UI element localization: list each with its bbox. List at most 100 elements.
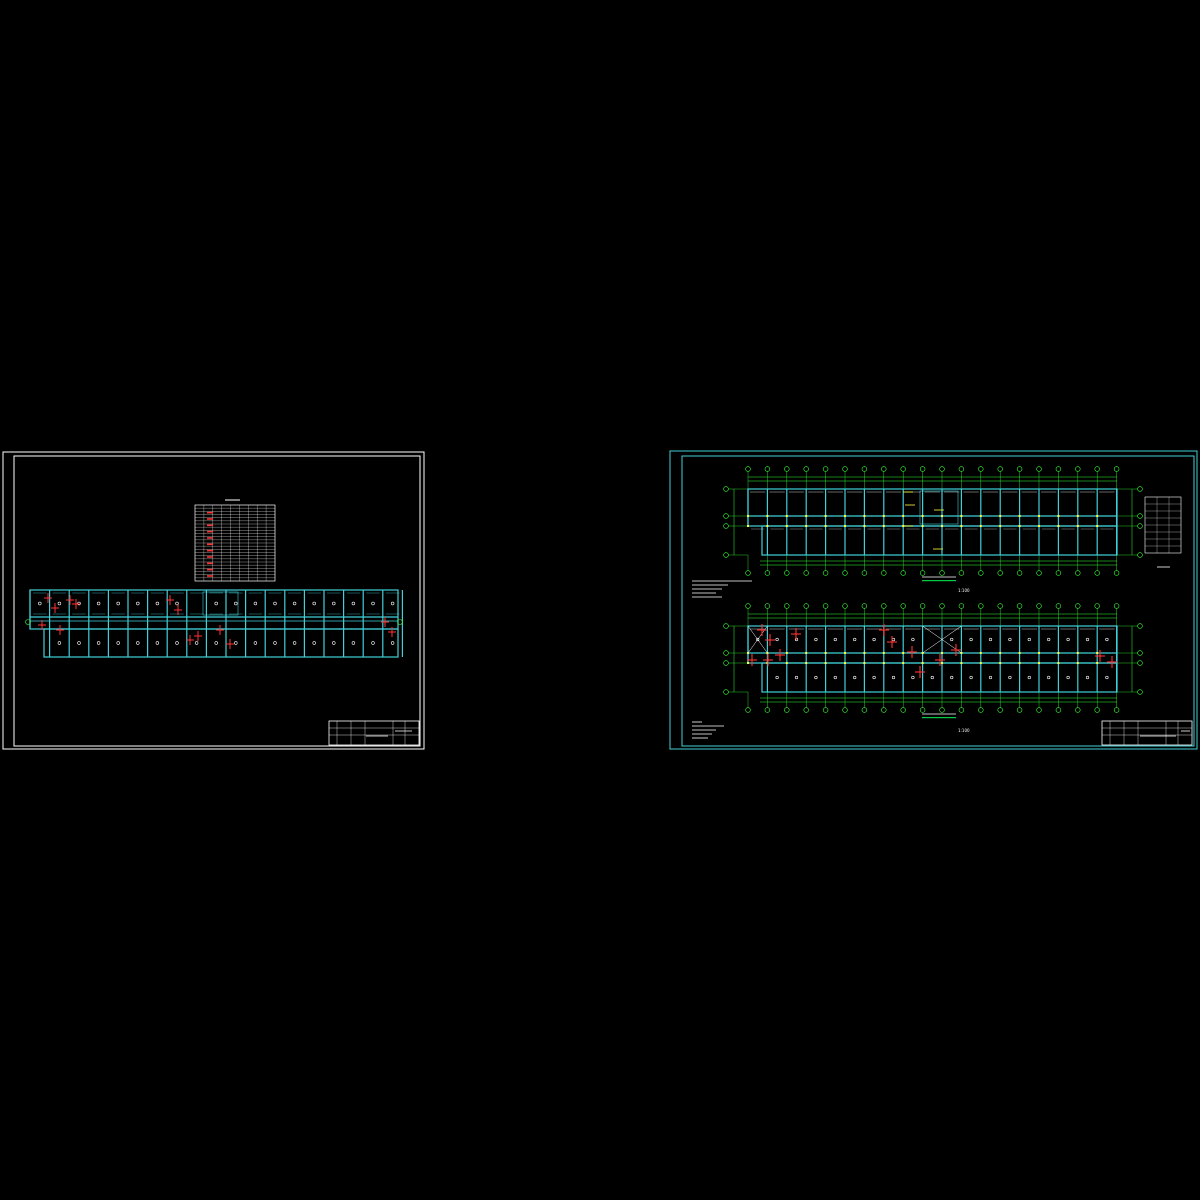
axis-bubble-bottom bbox=[997, 570, 1003, 576]
column-node bbox=[902, 515, 905, 517]
axis-bubble-top bbox=[1055, 466, 1062, 472]
column-node bbox=[1018, 515, 1021, 517]
slab-mark bbox=[390, 641, 395, 645]
column-node bbox=[979, 515, 982, 517]
table-red-mark bbox=[207, 568, 213, 571]
column-node bbox=[785, 515, 788, 517]
axis-bubble-bottom bbox=[881, 570, 887, 576]
floor-plan-left bbox=[25, 589, 403, 658]
floor-plan-right-top bbox=[723, 466, 1143, 582]
title-block-frame bbox=[328, 720, 420, 746]
column-node bbox=[999, 652, 1002, 654]
axis-bubble-top bbox=[745, 603, 751, 609]
column-node bbox=[960, 525, 963, 527]
slab-mark bbox=[756, 637, 760, 642]
axis-bubble-bottom bbox=[1055, 570, 1062, 576]
axis-bubble-bottom bbox=[861, 707, 868, 713]
axis-bubble-left bbox=[723, 660, 729, 666]
slab-mark bbox=[814, 637, 818, 642]
table-red-mark bbox=[207, 556, 213, 558]
slab-mark bbox=[234, 641, 238, 645]
axis-bubble-bottom bbox=[784, 707, 790, 713]
axis-bubble-top bbox=[1036, 466, 1042, 472]
axis-bubble-left bbox=[723, 486, 729, 492]
slab-mark bbox=[950, 637, 954, 642]
slab-mark bbox=[116, 601, 120, 606]
axis-bubble-left bbox=[723, 689, 729, 695]
column-node bbox=[941, 525, 943, 527]
slab-mark bbox=[390, 601, 395, 606]
axis-bubble-top bbox=[958, 466, 965, 472]
axis-bubble-top bbox=[861, 603, 868, 609]
axis-bubble-top bbox=[784, 603, 790, 609]
slab-mark bbox=[57, 641, 62, 645]
plan-outline-upper bbox=[29, 589, 399, 630]
axis-bubble-bottom bbox=[842, 707, 848, 713]
slab-mark bbox=[273, 601, 277, 606]
slab-mark bbox=[1027, 675, 1031, 680]
axis-bubble-bottom bbox=[919, 570, 926, 576]
axis-bubble-top bbox=[842, 466, 848, 472]
column-node bbox=[824, 525, 827, 527]
axis-bubble-top bbox=[997, 466, 1003, 472]
axis-bubble-bottom bbox=[803, 707, 809, 713]
sheet-left bbox=[2, 451, 425, 750]
column-node bbox=[805, 652, 808, 654]
column-node bbox=[863, 662, 866, 664]
axis-bubble-bottom bbox=[1036, 707, 1042, 713]
column-node bbox=[1057, 662, 1060, 664]
slab-mark bbox=[833, 637, 837, 642]
slab-mark bbox=[77, 641, 81, 645]
column-node bbox=[824, 662, 827, 664]
column-node bbox=[882, 662, 885, 664]
slab-mark bbox=[234, 601, 238, 606]
slab-mark bbox=[872, 675, 876, 680]
axis-bubble-top bbox=[881, 603, 887, 609]
slab-mark bbox=[1008, 675, 1012, 680]
legend-table bbox=[1144, 496, 1182, 568]
sheet-left-outer-border bbox=[2, 451, 425, 750]
axis-bubble-left bbox=[723, 623, 729, 629]
axis-bubble-left bbox=[723, 650, 729, 656]
plan-title-bar bbox=[922, 717, 956, 719]
axis-bubble-bottom bbox=[861, 570, 868, 576]
axis-bubble-top bbox=[803, 466, 809, 472]
table-red-mark bbox=[207, 511, 213, 514]
stair-region bbox=[202, 591, 239, 616]
column-node bbox=[805, 525, 808, 527]
slab-mark bbox=[96, 601, 101, 606]
axis-bubble-bottom bbox=[900, 570, 906, 576]
slab-mark bbox=[1085, 675, 1090, 680]
table-red-mark bbox=[207, 562, 213, 565]
axis-bubble-bottom bbox=[1036, 570, 1042, 576]
table-red-mark bbox=[207, 549, 213, 552]
axis-bubble-top bbox=[1113, 603, 1120, 609]
slab-mark bbox=[57, 601, 62, 606]
column-node bbox=[863, 515, 866, 517]
column-node bbox=[824, 652, 827, 654]
column-node bbox=[747, 515, 749, 517]
column-node bbox=[747, 525, 749, 527]
table-red-mark bbox=[207, 543, 213, 546]
plan-outline-lower bbox=[43, 628, 399, 658]
axis-bubble-bottom bbox=[822, 707, 829, 713]
column-node bbox=[1057, 525, 1060, 527]
axis-bubble-top bbox=[939, 466, 945, 472]
slab-mark bbox=[292, 641, 297, 645]
column-node bbox=[902, 652, 905, 654]
axis-bubble-top bbox=[958, 603, 965, 609]
slab-mark bbox=[814, 675, 818, 680]
sheet-right: 1:100 1:100 bbox=[669, 450, 1198, 750]
slab-mark bbox=[1027, 637, 1031, 642]
column-node bbox=[941, 662, 943, 664]
axis-bubble-top bbox=[919, 466, 926, 472]
slab-mark bbox=[911, 675, 915, 680]
table-red-mark bbox=[207, 518, 213, 520]
slab-mark bbox=[351, 641, 356, 645]
column-node bbox=[1096, 525, 1099, 527]
axis-bubble-bottom bbox=[1016, 707, 1023, 713]
slab-mark bbox=[1047, 675, 1051, 680]
column-node bbox=[766, 515, 769, 517]
slab-mark bbox=[155, 601, 160, 606]
slab-mark bbox=[891, 675, 896, 680]
